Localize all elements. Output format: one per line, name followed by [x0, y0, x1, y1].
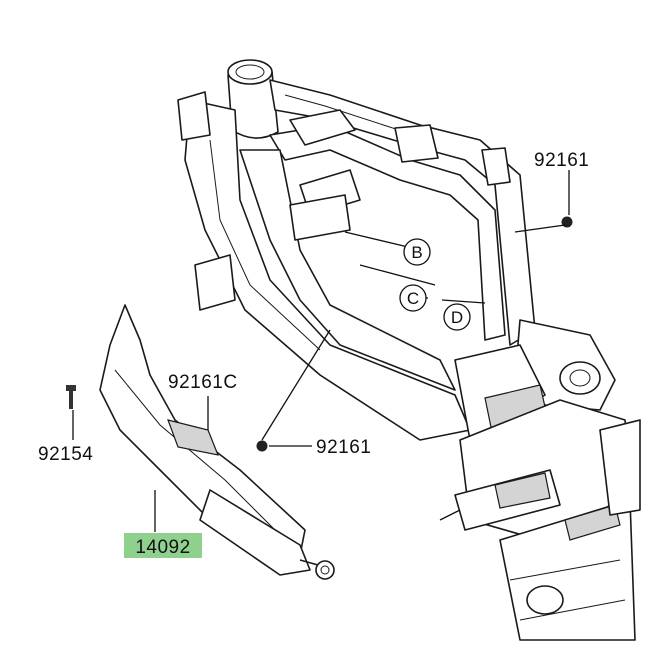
part-label-92161-mid: 92161	[316, 437, 371, 458]
grommet-part	[256, 440, 268, 452]
motorcycle-frame	[177, 59, 641, 641]
side-cover-part	[99, 304, 335, 580]
part-label-92161c: 92161C	[168, 372, 238, 393]
damper-part	[167, 419, 219, 456]
callout-b-letter: B	[411, 243, 422, 262]
bolt-part	[66, 385, 76, 409]
part-label-92161-top: 92161	[534, 150, 589, 171]
callout-d: D	[443, 303, 471, 331]
callout-d-letter: D	[451, 308, 463, 327]
callout-c: C	[399, 284, 427, 312]
callout-b: B	[403, 238, 431, 266]
part-label-14092-highlight: 14092	[124, 533, 202, 558]
part-label-14092: 14092	[135, 537, 190, 558]
part-label-92154: 92154	[38, 444, 93, 465]
callout-c-letter: C	[407, 289, 419, 308]
